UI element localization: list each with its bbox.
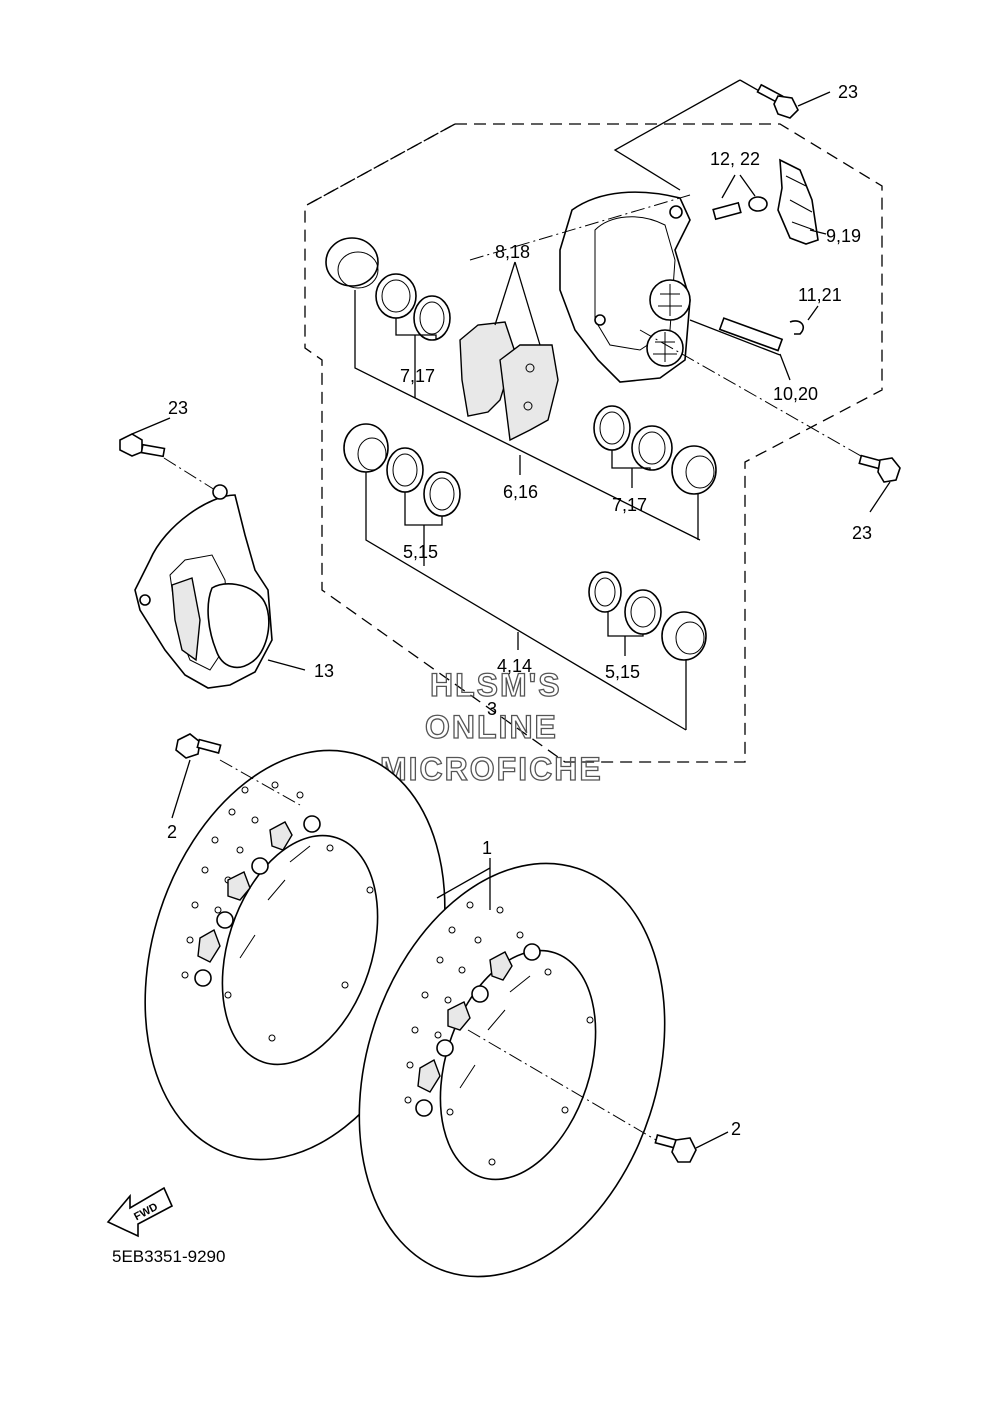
callout-7-17-right: 7,17 — [612, 495, 647, 515]
pad-spring — [777, 158, 827, 245]
pad-pin — [689, 305, 819, 381]
callout-5-15-left: 5,15 — [403, 542, 438, 562]
callout-6-16: 6,16 — [503, 482, 538, 502]
disc-bolt-left — [171, 733, 301, 819]
callout-10-20: 10,20 — [773, 384, 818, 404]
callout-23-right: 23 — [852, 523, 872, 543]
caliper-right — [559, 191, 691, 383]
watermark: HLSM'S ONLINE MICROFICHE — [379, 666, 603, 787]
caliper-left — [134, 484, 306, 689]
callout-7-17-top: 7,17 — [400, 366, 435, 386]
piston-group-right — [593, 405, 717, 540]
callout-3: 3 — [487, 699, 497, 719]
callout-5-15-right: 5,15 — [605, 662, 640, 682]
bolt-right — [858, 454, 901, 513]
callout-8-18: 8,18 — [495, 242, 530, 262]
bolt-top — [756, 83, 831, 119]
brake-disc-right — [358, 862, 666, 1278]
callout-12-22: 12, 22 — [710, 149, 760, 169]
callout-2-right: 2 — [731, 1119, 741, 1139]
bleeder-screw — [712, 174, 768, 221]
callout-11-21: 11,21 — [798, 285, 842, 305]
callout-9-19: 9,19 — [826, 226, 861, 246]
diagram-code: 5EB3351-9290 — [112, 1247, 225, 1266]
piston-group-bottom-right — [588, 571, 707, 730]
callout-13: 13 — [314, 661, 334, 681]
fwd-arrow: FWD — [106, 1186, 174, 1238]
watermark-line-3: MICROFICHE — [380, 751, 603, 787]
disc-bolt-right — [467, 1029, 729, 1163]
bolt-left — [119, 417, 216, 491]
watermark-line-1: HLSM'S — [430, 667, 562, 703]
brake-pads — [459, 261, 559, 442]
piston-group-top-left — [325, 237, 701, 541]
watermark-line-2: ONLINE — [425, 709, 558, 745]
callout-23-top: 23 — [838, 82, 858, 102]
callout-2-left: 2 — [167, 822, 177, 842]
kit-boundary — [304, 123, 883, 763]
piston-group-middle-left — [343, 423, 687, 731]
callout-4-14: 4,14 — [497, 656, 532, 676]
callout-1: 1 — [482, 838, 492, 858]
callout-23-left: 23 — [168, 398, 188, 418]
